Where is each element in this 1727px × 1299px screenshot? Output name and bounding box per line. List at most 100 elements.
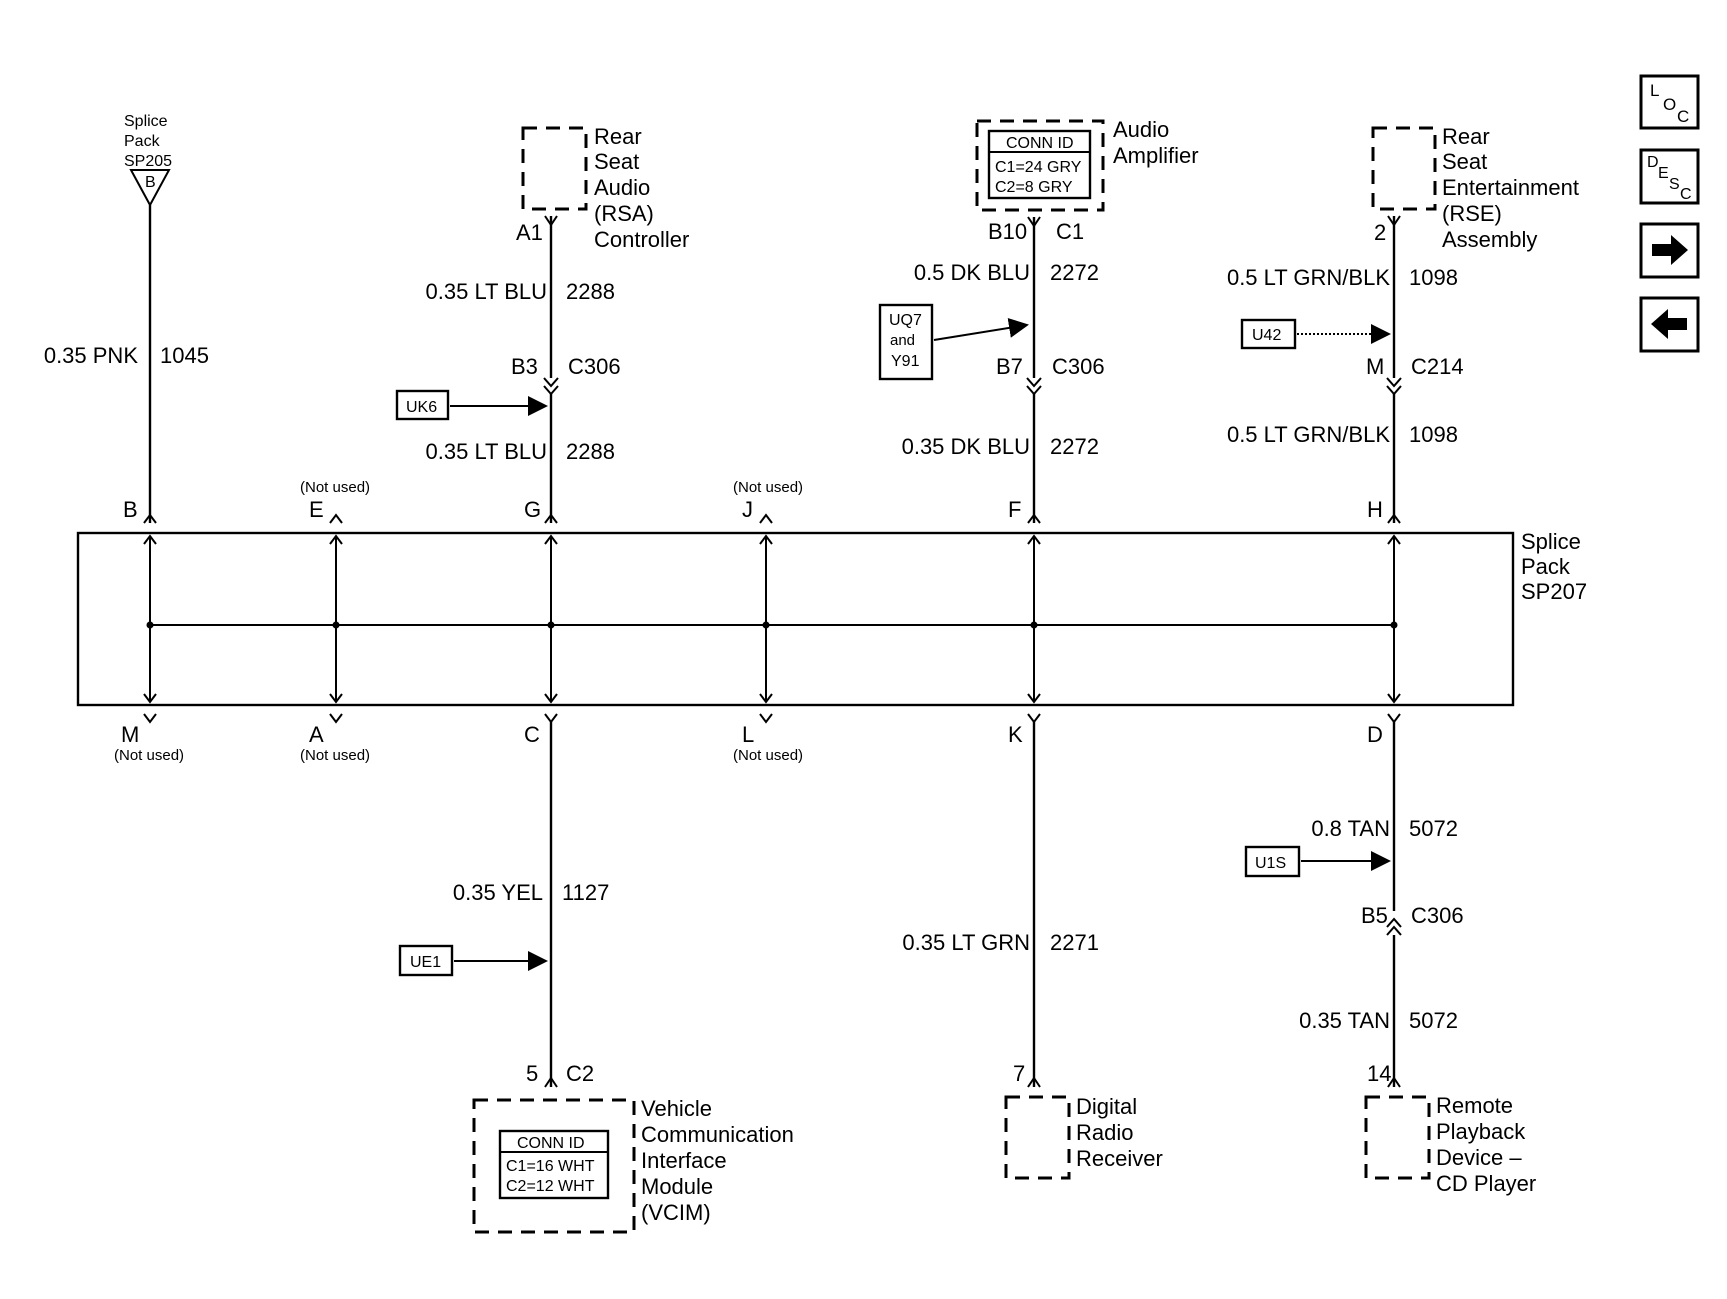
option-uq7-label-1: UQ7 (889, 312, 922, 329)
arrow-left-icon (1651, 309, 1687, 339)
rsa-c306-connector (543, 377, 559, 396)
sp205-label-3: SP205 (124, 153, 172, 170)
splice-pack-sp207-label-2: Pack (1521, 554, 1571, 579)
cd-pin-label: 14 (1367, 1061, 1391, 1086)
rsa-c306-label: C306 (568, 354, 621, 379)
wire-2288-upper-color: 0.35 LT BLU (426, 279, 547, 304)
pin-label-L: L (742, 722, 754, 747)
digital-radio-box (1004, 1095, 1071, 1180)
amp-c306-label: C306 (1052, 354, 1105, 379)
rsa-c306-pin: B3 (511, 354, 538, 379)
pin-label-K: K (1008, 722, 1023, 747)
vcim-conn-id-c1: C1=16 WHT (506, 1158, 595, 1175)
svg-text:C: C (1680, 186, 1692, 203)
vcim-conn-label: C2 (566, 1061, 594, 1086)
not-used-J: (Not used) (733, 479, 803, 496)
wire-1127-circuit: 1127 (562, 880, 609, 905)
pin-label-B: B (123, 497, 138, 522)
svg-text:O: O (1663, 95, 1676, 114)
radio-label-3: Receiver (1076, 1146, 1163, 1171)
rsa-pin-label: A1 (516, 220, 543, 245)
amp-conn-label: C1 (1056, 219, 1084, 244)
loc-button[interactable]: L O C (1639, 74, 1700, 130)
audio-amplifier-box (975, 119, 1105, 212)
amp-conn-id-title: CONN ID (1006, 135, 1074, 152)
forward-button[interactable] (1639, 222, 1700, 279)
sp205-pin: B (145, 174, 156, 191)
rsa-label-2: Seat (594, 149, 639, 174)
rse-pin-label: 2 (1374, 220, 1386, 245)
radio-pin-label: 7 (1013, 1061, 1025, 1086)
option-uk6-label: UK6 (406, 399, 437, 416)
option-uq7-label-3: Y91 (891, 353, 920, 370)
wire-1098-upper-circuit: 1098 (1409, 265, 1458, 290)
option-u1s-label: U1S (1255, 855, 1286, 872)
splice-internal-lines (143, 534, 1401, 704)
desc-button[interactable]: D E S C (1639, 148, 1700, 205)
radio-label-2: Radio (1076, 1120, 1133, 1145)
wire-1098-lower-circuit: 1098 (1409, 422, 1458, 447)
amp-c306-connector (1026, 377, 1042, 396)
wire-2271-color: 0.35 LT GRN (902, 930, 1030, 955)
rsa-label-1: Rear (594, 124, 642, 149)
amp-c306-pin: B7 (996, 354, 1023, 379)
cd-c306-connector (1386, 917, 1402, 936)
pin-label-E: E (309, 497, 324, 522)
vcim-pin-caret (544, 1076, 558, 1088)
wire-2272-lower-color: 0.35 DK BLU (902, 434, 1030, 459)
wire-2272-upper-circuit: 2272 (1050, 260, 1099, 285)
vcim-label-2: Communication (641, 1122, 794, 1147)
rsa-controller-box (521, 126, 588, 211)
cd-player-box (1364, 1095, 1431, 1180)
svg-text:D: D (1647, 154, 1659, 171)
sp205-label-1: Splice (124, 113, 168, 130)
svg-text:E: E (1658, 165, 1669, 182)
cd-pin-caret (1387, 1076, 1401, 1088)
option-u42-box (1240, 318, 1297, 350)
svg-text:S: S (1669, 176, 1680, 193)
cd-label-1: Remote (1436, 1093, 1513, 1118)
rsa-label-5: Controller (594, 227, 689, 252)
wire-2272-upper-color: 0.5 DK BLU (914, 260, 1030, 285)
vcim-pin-label: 5 (526, 1061, 538, 1086)
option-uq7-arrow (933, 317, 1029, 341)
vcim-label-3: Interface (641, 1148, 727, 1173)
wire-5072-upper-color: 0.8 TAN (1311, 816, 1390, 841)
pin-label-M: M (121, 722, 139, 747)
cd-c306-pin: B5 (1361, 903, 1388, 928)
vcim-label-1: Vehicle (641, 1096, 712, 1121)
rse-c214-label: C214 (1411, 354, 1464, 379)
rse-c214-connector (1386, 377, 1402, 396)
pin-label-J: J (742, 497, 753, 522)
wire-5072-lower-circuit: 5072 (1409, 1008, 1458, 1033)
not-used-E: (Not used) (300, 479, 370, 496)
not-used-L: (Not used) (733, 747, 803, 764)
vcim-conn-id-table (498, 1129, 610, 1200)
rse-label-1: Rear (1442, 124, 1490, 149)
cd-label-2: Playback (1436, 1119, 1526, 1144)
back-button[interactable] (1639, 296, 1700, 353)
svg-text:C: C (1677, 107, 1689, 126)
sp205-label-2: Pack (124, 133, 161, 150)
option-ue1-label: UE1 (410, 954, 441, 971)
pin-label-C: C (524, 722, 540, 747)
vcim-label-5: (VCIM) (641, 1200, 711, 1225)
option-uk6-box (395, 389, 450, 421)
wire-2272-lower-circuit: 2272 (1050, 434, 1099, 459)
option-uq7-box (878, 303, 934, 381)
amp-conn-id-c1: C1=24 GRY (995, 159, 1082, 176)
wire-5072-upper-circuit: 5072 (1409, 816, 1458, 841)
amp-label-1: Audio (1113, 117, 1169, 142)
pin-label-H: H (1367, 497, 1383, 522)
rse-assembly-box (1371, 126, 1437, 211)
svg-text:L: L (1650, 81, 1659, 100)
amp-pin-label: B10 (988, 219, 1027, 244)
pin-label-A: A (309, 722, 324, 747)
pin-label-G: G (524, 497, 541, 522)
cd-label-3: Device – (1436, 1145, 1522, 1170)
rse-c214-pin: M (1366, 354, 1384, 379)
splice-pack-sp207-label-3: SP207 (1521, 579, 1587, 604)
option-u42-label: U42 (1252, 327, 1281, 344)
vcim-label-4: Module (641, 1174, 713, 1199)
